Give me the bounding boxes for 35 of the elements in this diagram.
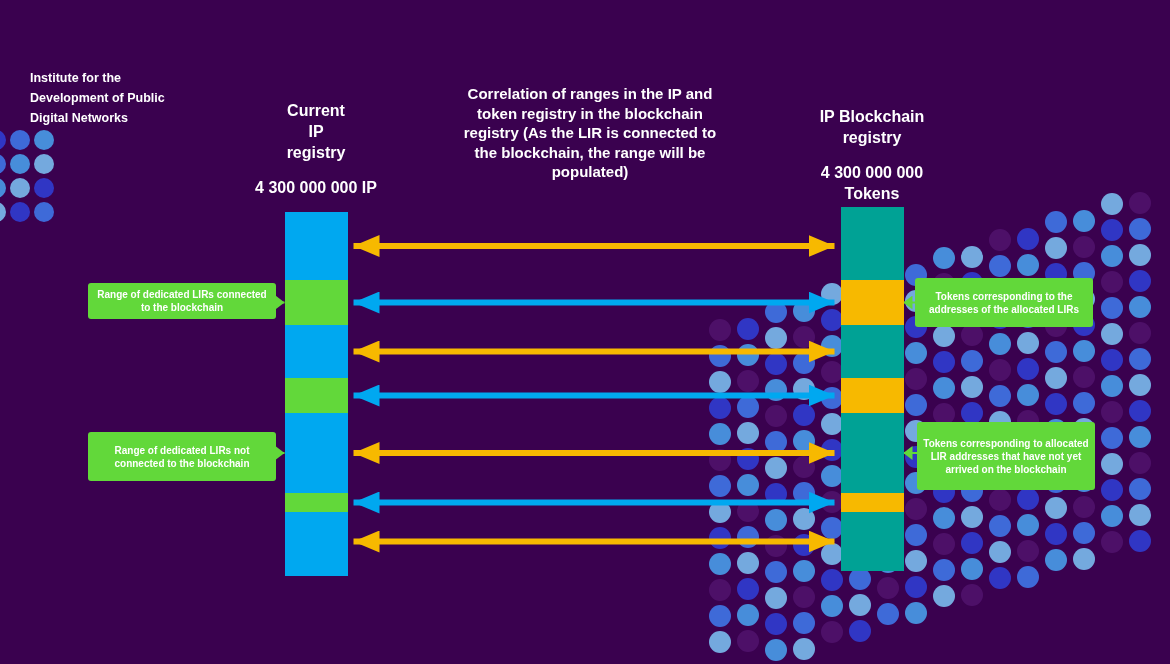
callout-pointer xyxy=(902,298,916,307)
range-segment xyxy=(284,212,348,280)
column-heading: IP Blockchain registry xyxy=(818,107,926,148)
double-arrow xyxy=(353,291,835,314)
range-segment xyxy=(284,493,348,512)
double-arrow xyxy=(353,442,835,464)
double-arrow xyxy=(353,491,835,514)
column-heading: Current IP registry xyxy=(285,101,347,163)
range-segment xyxy=(840,325,904,378)
callout-box: Tokens corresponding to allocated LIR addresses that have not yet arrived on the blockchain xyxy=(917,422,1095,490)
range-segment xyxy=(284,280,348,325)
double-arrow xyxy=(353,384,835,407)
range-segment xyxy=(840,280,904,325)
range-segment xyxy=(284,325,348,378)
callout-box: Range of dedicated LIRs connected to the blockchain xyxy=(88,283,276,319)
double-arrow xyxy=(353,235,835,257)
range-segment xyxy=(840,493,904,512)
range-segment xyxy=(840,207,904,280)
callout-box: Range of dedicated LIRs not connected to the blockchain xyxy=(88,432,276,481)
double-arrow xyxy=(353,340,835,363)
description-text: Correlation of ranges in the IP and token registry in the blockchain registry (As the LIR is connected to the blockchain, the range will be populated) xyxy=(462,84,718,182)
range-segment xyxy=(840,378,904,413)
range-segment xyxy=(284,378,348,413)
range-segment xyxy=(284,413,348,493)
callout-pointer xyxy=(275,448,286,458)
organization-name: Institute for the Development of Public Digital Networks xyxy=(30,70,165,127)
callout-pointer xyxy=(902,448,918,458)
range-segment xyxy=(840,512,904,571)
callout-pointer xyxy=(275,298,286,307)
range-segment xyxy=(840,413,904,493)
range-segment xyxy=(284,512,348,576)
double-arrow xyxy=(353,530,835,553)
column-count: 4 300 000 000 Tokens xyxy=(819,163,925,204)
column-count: 4 300 000 000 IP xyxy=(254,178,378,198)
callout-box: Tokens corresponding to the addresses of the allocated LIRs xyxy=(915,278,1093,327)
